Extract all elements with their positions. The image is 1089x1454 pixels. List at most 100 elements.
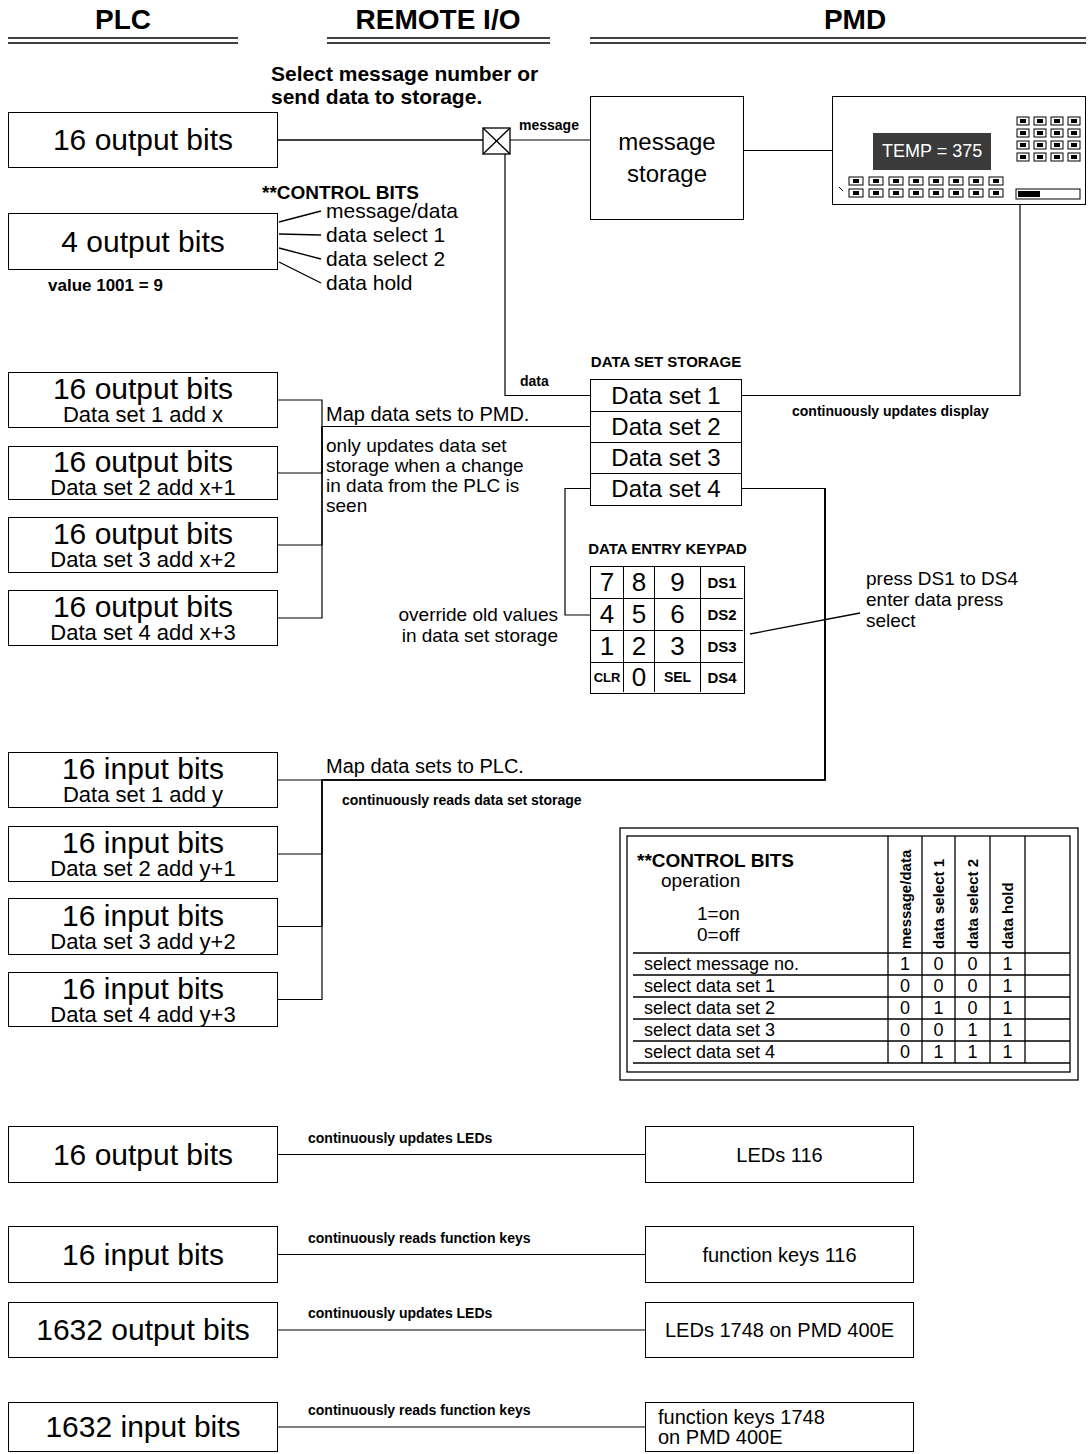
connector-line xyxy=(278,427,590,546)
table-cell: 0 xyxy=(933,976,943,996)
table-grid xyxy=(1024,836,1025,1063)
signal-name: message/data xyxy=(326,200,458,222)
pmd-button xyxy=(989,177,1003,185)
table-grid xyxy=(989,836,990,1063)
data-entry-keypad: DATA ENTRY KEYPAD789DS1456DS2123DS3CLR0S… xyxy=(590,566,745,694)
connector-label: continuously reads function keys xyxy=(306,1231,533,1246)
leader-line xyxy=(279,262,321,283)
plc-output-box: 16 output bitsData set 3 add x+2 xyxy=(8,517,278,573)
data-set-storage: DATA SET STORAGEData set 1Data set 2Data… xyxy=(590,379,742,506)
message-storage-box: message storage xyxy=(590,96,744,220)
heading-underline xyxy=(8,42,238,43)
pmd-button-mark xyxy=(893,191,899,195)
pmd-button xyxy=(1017,117,1029,125)
node-text: DS2 xyxy=(707,607,736,623)
node-text: DS3 xyxy=(707,639,736,655)
keypad-key: 2 xyxy=(624,631,655,663)
keypad-key: 6 xyxy=(655,599,701,631)
table-column-header: data select 1 xyxy=(930,859,947,949)
node-text: 16 output bits xyxy=(53,125,233,155)
node-text: Data set 4 add y+3 xyxy=(50,1004,235,1026)
node-text: 16 output bits xyxy=(53,374,233,404)
node-text: Data set 3 xyxy=(611,445,720,470)
heading-underline xyxy=(590,42,1086,43)
pmd-button-mark xyxy=(1054,131,1060,135)
node-text: 16 output bits xyxy=(53,519,233,549)
pmd-button xyxy=(929,189,943,197)
pmd-button-mark xyxy=(1054,143,1060,147)
pmd-button xyxy=(909,189,923,197)
pmd-button-mark xyxy=(1037,119,1043,123)
table-cell: select data set 2 xyxy=(644,998,775,1018)
keypad-key: DS4 xyxy=(701,663,743,692)
keypad-key: 1 xyxy=(591,631,624,663)
connector-label: continuously reads function keys xyxy=(306,1403,533,1418)
plc-output-box: 16 output bits xyxy=(8,1126,278,1183)
pmd-button-mark xyxy=(893,179,899,183)
table-cell: 0 xyxy=(967,954,977,974)
node-text: DS4 xyxy=(707,670,736,686)
connector-line xyxy=(278,489,825,927)
node-text: LEDs 116 xyxy=(736,1145,822,1165)
pmd-button xyxy=(1051,129,1063,137)
pmd-button-mark xyxy=(873,179,879,183)
plc-output-box: 4 output bits xyxy=(8,213,278,270)
leader-line xyxy=(279,234,321,235)
node-text: function keys 116 xyxy=(702,1245,856,1265)
node-text: Data set 4 xyxy=(611,476,720,501)
pmd-button-mark xyxy=(973,179,979,183)
pmd-button-mark xyxy=(933,191,939,195)
node-text: CLR xyxy=(594,671,621,685)
node-text: 8 xyxy=(632,569,646,596)
table-column-header: data hold xyxy=(999,882,1016,949)
table-grid xyxy=(887,836,888,1063)
pmd-button xyxy=(1034,153,1046,161)
pmd-button xyxy=(1068,117,1080,125)
table-grid xyxy=(633,952,1070,953)
node-text: Data set 2 add x+1 xyxy=(50,477,235,499)
keypad-key: DS2 xyxy=(701,599,743,631)
pmd-button-mark xyxy=(953,179,959,183)
connector-line xyxy=(278,489,825,1000)
node-text: 0 xyxy=(632,664,646,691)
node-text: TEMP = 375 xyxy=(873,133,991,170)
pmd-function-key-box: function keys 1748 on PMD 400E xyxy=(645,1402,914,1452)
node-text: Data set 1 add y xyxy=(63,784,223,806)
keypad-key: 3 xyxy=(655,631,701,663)
node-text: 16 output bits xyxy=(53,1140,233,1170)
data-set-cell: Data set 4 xyxy=(591,473,741,504)
pmd-led-box: LEDs 1748 on PMD 400E xyxy=(645,1302,914,1358)
plc-output-box: 16 output bits xyxy=(8,112,278,168)
column-heading: PMD xyxy=(824,4,886,36)
pmd-button-mark xyxy=(913,179,919,183)
table-cell: 0 xyxy=(900,976,910,996)
note-text: value 1001 = 9 xyxy=(48,276,163,296)
plc-output-box: 1632 output bits xyxy=(8,1302,278,1358)
table-cell: 1 xyxy=(1002,1020,1012,1040)
note-text: Select message number or send data to st… xyxy=(271,62,546,108)
junction-switch xyxy=(483,128,510,154)
connector-line xyxy=(278,400,590,427)
connector-label: continuously updates LEDs xyxy=(306,1131,494,1146)
connector-line xyxy=(278,427,590,619)
pmd-logo-plate xyxy=(1016,189,1080,199)
pmd-button-mark xyxy=(1020,155,1026,159)
table-cell: 1 xyxy=(967,1042,977,1062)
pmd-button xyxy=(1017,153,1029,161)
node-text: 16 input bits xyxy=(62,828,224,858)
plc-output-box: 16 output bitsData set 2 add x+1 xyxy=(8,446,278,500)
connector-line xyxy=(744,150,832,151)
table-cell: 1 xyxy=(1002,976,1012,996)
keypad-key: 4 xyxy=(591,599,624,631)
pmd-button xyxy=(969,189,983,197)
group-heading: DATA SET STORAGE xyxy=(591,354,741,370)
pmd-button-mark xyxy=(873,191,879,195)
table-cell: 1 xyxy=(1002,1042,1012,1062)
pmd-button-mark xyxy=(853,179,859,183)
signal-name: data hold xyxy=(326,272,412,294)
heading-underline xyxy=(8,37,238,38)
table-cell: select data set 4 xyxy=(644,1042,775,1062)
pmd-button xyxy=(869,189,883,197)
connector-label: continuously updates display xyxy=(790,404,991,419)
pmd-button-mark xyxy=(993,191,999,195)
